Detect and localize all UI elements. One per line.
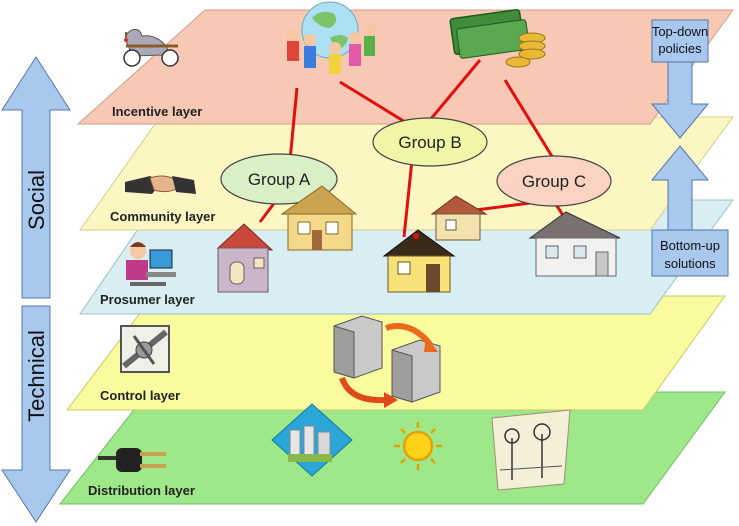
plug-icon <box>98 448 166 472</box>
house-icon <box>382 229 456 293</box>
group-b-label: Group B <box>398 133 461 152</box>
group-a-label: Group A <box>248 170 311 189</box>
handshake-icon <box>125 175 196 194</box>
group-a-ellipse <box>220 153 338 205</box>
social-arrow: Social <box>1 56 71 299</box>
house-icon <box>280 185 358 251</box>
top-down-label-1: Top-down <box>652 24 708 39</box>
social-axis-label: Social <box>24 170 49 230</box>
incentive-layer-plane <box>76 9 734 125</box>
person-computer-icon <box>126 242 176 286</box>
valve-icon <box>120 325 170 373</box>
squirrel-toy-icon <box>123 28 179 67</box>
power-plant-icon <box>271 403 353 477</box>
children-globe-icon <box>287 1 376 74</box>
house-icon <box>528 211 621 277</box>
incentive-layer-label: Incentive layer <box>112 104 202 119</box>
technical-arrow: Technical <box>1 305 71 523</box>
house-icon <box>216 223 274 293</box>
group-c-ellipse <box>496 155 612 207</box>
top-down-label-2: policies <box>658 41 702 56</box>
top-down-arrow: Top-down policies <box>650 19 710 139</box>
prosumer-layer-label: Prosumer layer <box>100 292 195 307</box>
group-c-label: Group C <box>522 172 586 191</box>
bottom-up-label-2: solutions <box>664 256 716 271</box>
house-icon <box>430 195 488 241</box>
servers-icon <box>333 315 441 408</box>
technical-axis-label: Technical <box>24 330 49 422</box>
distribution-layer-label: Distribution layer <box>88 483 195 498</box>
sun-icon <box>394 422 442 470</box>
bottom-up-arrow: Bottom-up solutions <box>650 145 729 277</box>
money-coins-icon <box>449 8 546 68</box>
community-layer-label: Community layer <box>110 209 215 224</box>
control-layer-label: Control layer <box>100 388 180 403</box>
bottom-up-label-1: Bottom-up <box>660 238 720 253</box>
antenna-icon <box>491 409 571 491</box>
group-b-ellipse <box>372 117 488 167</box>
